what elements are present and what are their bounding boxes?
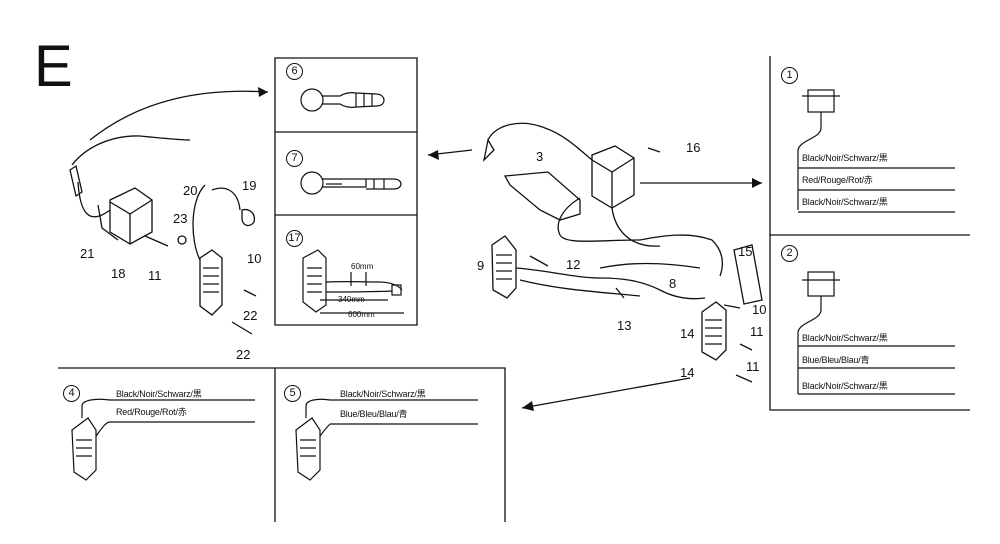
callout-12: 12	[566, 257, 581, 272]
wire-label-p1-mid: Red/Rouge/Rot/赤	[802, 175, 873, 185]
callout-11-upper: 11	[750, 324, 764, 339]
callout-22-lower: 22	[236, 347, 251, 362]
callout-19: 19	[242, 178, 257, 193]
wire-label-p5-bot: Blue/Bleu/Blau/青	[340, 409, 408, 419]
callout-22-upper: 22	[243, 308, 258, 323]
panel-number-1: 1	[781, 67, 798, 84]
plug-cap-variant-icon	[300, 171, 402, 195]
panel-2-coil-icon	[797, 271, 955, 395]
panel-frame-5	[275, 367, 506, 522]
panel-frame-middle	[274, 57, 418, 326]
panel-5-coil-icon	[295, 398, 478, 481]
callout-20: 20	[183, 183, 198, 198]
wire-label-p2-mid: Blue/Bleu/Blau/青	[802, 355, 870, 365]
callout-8: 8	[669, 276, 677, 291]
panel-1-coil-icon	[797, 89, 955, 213]
wire-label-p1-top: Black/Noir/Schwarz/黒	[802, 153, 888, 163]
panel-number-4: 4	[63, 385, 80, 402]
panel-number-7: 7	[286, 150, 303, 167]
callout-10-right: 10	[752, 302, 767, 317]
panel-frame-2	[769, 235, 970, 411]
panel-number-5: 5	[284, 385, 301, 402]
ignition-coil-main-icon	[482, 122, 763, 383]
callout-10-left: 10	[247, 251, 262, 266]
callout-21: 21	[80, 246, 95, 261]
panel-4-coil-icon	[71, 398, 255, 481]
arrow-to-6	[89, 90, 269, 141]
wire-label-p2-bot: Black/Noir/Schwarz/黒	[802, 381, 888, 391]
coil-dimension-icon	[302, 249, 404, 314]
callout-23: 23	[173, 211, 188, 226]
ignition-coil-left-icon	[69, 135, 257, 335]
dimension-600mm: 600mm	[348, 310, 375, 319]
panel-number-17: 17	[286, 230, 303, 247]
section-letter: E	[34, 34, 73, 99]
callout-3: 3	[536, 149, 544, 164]
wire-label-p5-top: Black/Noir/Schwarz/黒	[340, 389, 426, 399]
wire-label-p2-top: Black/Noir/Schwarz/黒	[802, 333, 888, 343]
callout-11-lower: 11	[746, 359, 760, 374]
callout-9: 9	[477, 258, 485, 273]
callout-14-lower: 14	[680, 365, 695, 380]
wire-label-p1-bot: Black/Noir/Schwarz/黒	[802, 197, 888, 207]
callout-13: 13	[617, 318, 632, 333]
dimension-60mm: 60mm	[351, 262, 374, 271]
arrow-to-5	[521, 377, 691, 409]
callout-18: 18	[111, 266, 126, 281]
plug-cap-icon	[300, 88, 385, 112]
callout-16: 16	[686, 140, 701, 155]
callout-14-upper: 14	[680, 326, 695, 341]
wire-label-p4-top: Black/Noir/Schwarz/黒	[116, 389, 202, 399]
wire-label-p4-bot: Red/Rouge/Rot/赤	[116, 407, 187, 417]
panel-number-2: 2	[781, 245, 798, 262]
callout-15: 15	[738, 244, 753, 259]
dimension-340mm: 340mm	[338, 295, 365, 304]
callout-11-left: 11	[148, 268, 162, 283]
panel-number-6: 6	[286, 63, 303, 80]
